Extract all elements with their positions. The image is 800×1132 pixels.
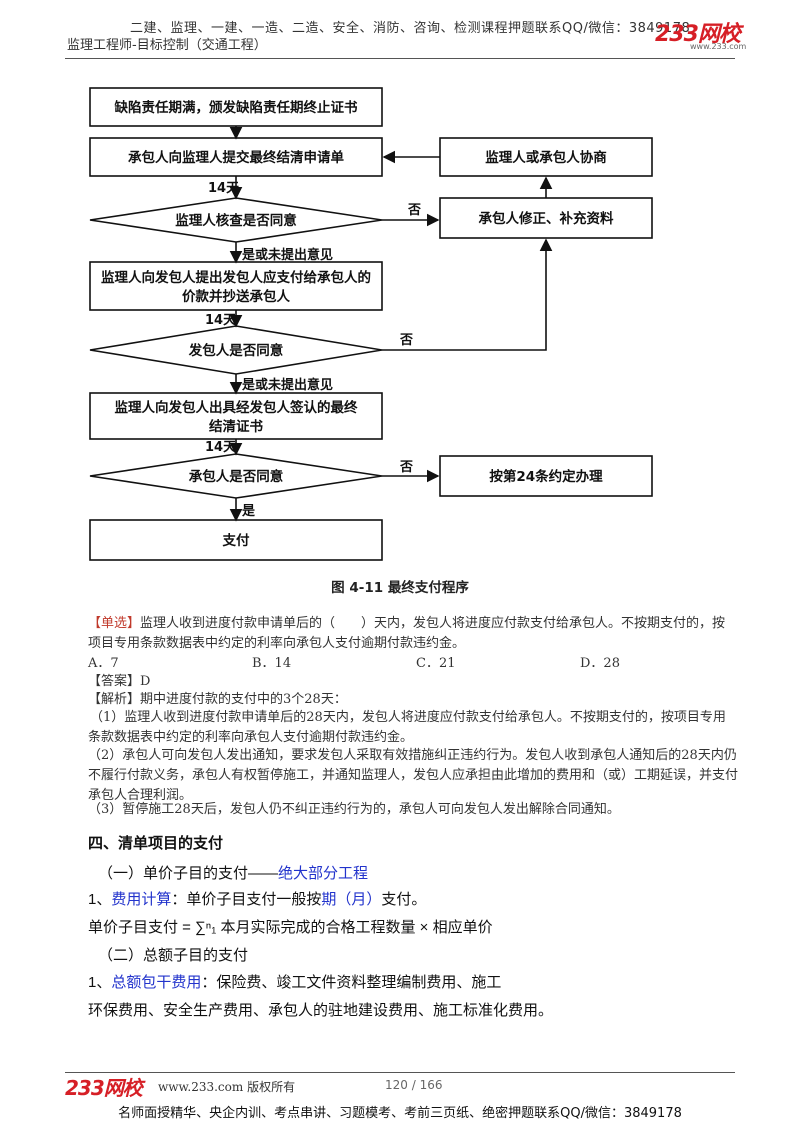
formula: 单价子目支付 = ∑ⁿ₁ 本月实际完成的合格工程数量 × 相应单价 <box>88 919 493 936</box>
question-stem: 【单选】监理人收到进度付款申请单后的（ ）天内，发包人将进度应付款支付给承包人。… <box>88 614 738 654</box>
line1-highlight-2: 期（月） <box>321 891 382 908</box>
header-subject: 监理工程师-目标控制（交通工程） <box>67 38 267 53</box>
footer-ads: 名师面授精华、央企内训、考点串讲、习题模考、考前三页纸、绝密押题联系QQ/微信：… <box>118 1106 682 1121</box>
brand-logo: 233网校 <box>655 22 741 47</box>
line1-prefix: 1、 <box>88 891 112 908</box>
flow-box-5-label: 支付 <box>222 532 250 549</box>
flow-diamond-1-label: 监理人核查是否同意 <box>175 212 297 229</box>
flow-diamond-2-label: 发包人是否同意 <box>188 342 284 359</box>
analysis-item-3: （3）暂停施工28天后，发包人仍不纠正违约行为的，承包人可向发包人发出解除合同通… <box>88 802 620 817</box>
flow-box-right-2-label: 承包人修正、补充资料 <box>479 210 614 227</box>
page-number: 120 / 166 <box>385 1078 443 1092</box>
analysis-item-1: （1）监理人收到进度付款申请单后的28天内，发包人将进度应付款支付给承包人。不按… <box>88 710 726 745</box>
flow-box-4-line2: 结清证书 <box>209 418 263 435</box>
flow-yes-1: 是或未提出意见 <box>241 247 333 263</box>
flow-yes-2: 是或未提出意见 <box>241 377 333 393</box>
flow-box-3-line2: 价款并抄送承包人 <box>182 288 290 305</box>
analysis-item-2: （2）承包人可向发包人发出通知，要求发包人采取有效措施纠正违约行为。发包人收到承… <box>88 748 739 803</box>
question-type-tag: 【单选】 <box>88 616 141 631</box>
footer-site: www.233.com 版权所有 <box>158 1080 296 1094</box>
cost-calculation-line: 1、费用计算：单价子目支付一般按期（月）支付。 <box>88 888 426 909</box>
option-c: C．21 <box>416 656 456 671</box>
line1-mid: ：单价子目支付一般按 <box>171 891 322 908</box>
analysis-title: 【解析】期中进度付款的支付中的3个28天： <box>88 692 347 707</box>
lump-sum-line: 1、总额包干费用：保险费、竣工文件资料整理编制费用、施工 <box>88 971 501 992</box>
line1-end: 支付。 <box>381 891 427 908</box>
flow-box-2-label: 承包人向监理人提交最终结清申请单 <box>128 149 344 166</box>
option-b: B．14 <box>252 656 292 671</box>
line3-prefix: 1、 <box>88 974 112 991</box>
question-stem-text: 监理人收到进度付款申请单后的（ ）天内，发包人将进度应付款支付给承包人。不按期支… <box>88 616 726 651</box>
flow-box-right-1-label: 监理人或承包人协商 <box>485 149 607 166</box>
flow-no-3: 否 <box>399 460 413 475</box>
flow-no-2: 否 <box>399 333 413 348</box>
flow-days-1: 14天 <box>208 181 240 196</box>
line1-highlight-1: 费用计算 <box>111 891 172 908</box>
option-d: D．28 <box>580 656 620 671</box>
flow-days-3: 14天 <box>205 440 237 455</box>
header-divider <box>65 58 735 59</box>
lump-sum-line-2: 环保费用、安全生产费用、承包人的驻地建设费用、施工标准化费用。 <box>88 1002 554 1019</box>
option-a: A．7 <box>88 656 119 671</box>
flow-box-3-line1: 监理人向发包人提出发包人应支付给承包人的 <box>101 269 371 286</box>
subsection-1-prefix: （一）单价子目的支付—— <box>98 865 279 882</box>
flow-days-2: 14天 <box>205 313 237 328</box>
flow-box-right-3-label: 按第24条约定办理 <box>489 468 603 485</box>
flow-yes-3: 是 <box>241 504 256 519</box>
flow-box-1-label: 缺陷责任期满，颁发缺陷责任期终止证书 <box>115 99 358 116</box>
line3-highlight: 总额包干费用 <box>111 974 202 991</box>
footer-divider <box>65 1072 735 1073</box>
brand-logo-url: www.233.com <box>690 42 747 51</box>
subsection-1: （一）单价子目的支付——绝大部分工程 <box>98 862 368 883</box>
flow-diamond-3-label: 承包人是否同意 <box>189 468 284 485</box>
subsection-1-highlight: 绝大部分工程 <box>278 865 369 882</box>
flow-box-right-3 <box>439 455 653 497</box>
answer: 【答案】D <box>88 674 151 689</box>
section-title: 四、清单项目的支付 <box>88 835 224 852</box>
line3-rest: ：保险费、竣工文件资料整理编制费用、施工 <box>201 974 502 991</box>
figure-caption: 图 4-11 最终支付程序 <box>331 580 469 596</box>
footer-logo: 233网校 <box>65 1076 143 1100</box>
flow-box-4-line1: 监理人向发包人出具经发包人签认的最终 <box>115 399 358 416</box>
flow-no-1: 否 <box>407 203 421 218</box>
header-courses: 二建、监理、一建、一造、二造、安全、消防、咨询、检测课程押题联系QQ/微信：38… <box>130 21 691 36</box>
subsection-2: （二）总额子目的支付 <box>98 947 249 964</box>
flowchart: 缺陷责任期满，颁发缺陷责任期终止证书 承包人向监理人提交最终结清申请单 监理人或… <box>89 87 653 561</box>
